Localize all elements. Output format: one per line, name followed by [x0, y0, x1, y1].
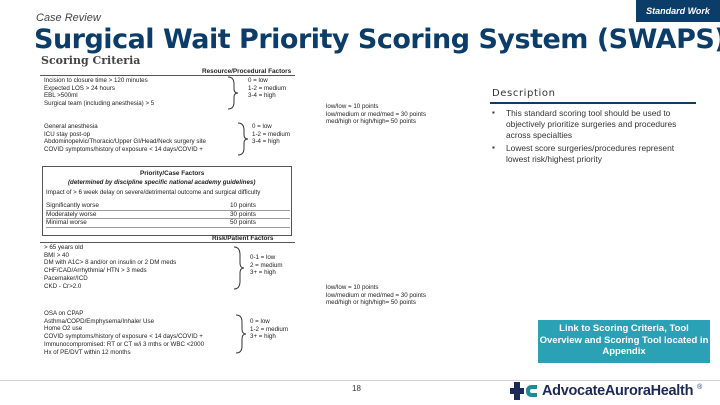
- patient-combined-scores: low/low = 10 points low/medium or med/me…: [326, 284, 426, 307]
- patient-factor: CHF/CAD/Arrhythmia/ HTN > 3 meds: [44, 267, 147, 275]
- score-level: 1-2 = medium: [248, 84, 287, 92]
- patient-group1: > 65 years old BMI > 40 DM with A1C> 8 a…: [44, 244, 176, 290]
- score-level: 0-1 = low: [250, 254, 276, 261]
- resource-factor: Incision to closure time > 120 minutes: [44, 77, 148, 84]
- brace-icon: [237, 122, 249, 156]
- scoring-criteria-sheet: Resource/Procedural Factors Incision to …: [40, 66, 440, 368]
- page-number: 18: [352, 384, 361, 393]
- score-level: 3-4 = high: [248, 92, 276, 100]
- resource-group2-scores: 0 = low 1-2 = medium 3-4 = high: [252, 123, 290, 146]
- score-level: 2 = medium: [250, 261, 283, 269]
- resource-group1: Incision to closure time > 120 minutes E…: [44, 77, 154, 108]
- resource-factor: Expected LOS > 24 hours: [44, 84, 116, 92]
- patient-factor: Hx of PE/DVT within 12 months: [44, 348, 131, 356]
- priority-heading: Priority/Case Factors: [140, 170, 205, 177]
- priority-subheading: (determined by discipline specific natio…: [68, 179, 256, 186]
- combined-score: low/low = 10 points: [326, 103, 379, 110]
- divider: [40, 242, 295, 243]
- score-level: 0 = low: [250, 318, 270, 325]
- resource-factor: General anesthesia: [44, 123, 98, 130]
- priority-points: 50 points: [230, 219, 256, 227]
- trademark: ®: [697, 384, 703, 391]
- description-heading: Description: [492, 88, 556, 99]
- divider: [40, 75, 295, 76]
- patient-group2-scores: 0 = low 1-2 = medium 3+ = high: [250, 318, 288, 341]
- score-level: 1-2 = medium: [250, 325, 289, 333]
- score-level: 3+ = high: [250, 269, 276, 277]
- patient-heading: Risk/Patient Factors: [212, 235, 274, 242]
- patient-factor: Asthma/COPD/Emphysema/Inhaler Use: [44, 317, 155, 325]
- page-title: Surgical Wait Priority Scoring System (S…: [34, 24, 720, 55]
- score-level: 3-4 = high: [252, 138, 280, 146]
- table-row: Minimal worse 50 points: [46, 219, 290, 228]
- combined-score: low/low = 10 points: [326, 284, 379, 291]
- priority-label: Minimal worse: [46, 219, 87, 227]
- combined-score: med/high or high/high= 50 points: [326, 299, 416, 307]
- patient-group2: OSA on CPAP Asthma/COPD/Emphysema/Inhale…: [44, 310, 204, 356]
- priority-impact-header: Impact of > 6 week delay on severe/detri…: [46, 189, 261, 196]
- patient-factor: Pacemaker/ICD: [44, 274, 88, 282]
- patient-factor: OSA on CPAP: [44, 310, 84, 317]
- patient-factor: Home O2 use: [44, 325, 83, 333]
- patient-factor: DM with A1C> 8 and/or on insulin or 2 DM…: [44, 259, 177, 267]
- patient-factor: Immunocompromised: RT or CT w/i 3 mths o…: [44, 340, 205, 348]
- cross-logo-icon: [510, 382, 537, 400]
- patient-factor: COVID symptoms/history of exposure < 14 …: [44, 333, 203, 341]
- description-divider: [490, 102, 696, 104]
- brace-icon: [227, 76, 239, 110]
- score-level: 1-2 = medium: [252, 130, 291, 138]
- brace-icon: [235, 314, 247, 354]
- priority-label: Moderately worse: [46, 210, 97, 218]
- eyebrow-label: Case Review: [36, 12, 101, 24]
- resource-combined-scores: low/low = 10 points low/medium or med/me…: [326, 103, 426, 126]
- brand-logo: AdvocateAuroraHealth ®: [510, 381, 702, 401]
- appendix-link-button[interactable]: Link to Scoring Criteria, Tool Overview …: [538, 320, 710, 363]
- score-level: 3+ = high: [250, 333, 276, 341]
- resource-heading: Resource/Procedural Factors: [202, 68, 292, 75]
- priority-label: Significantly worse: [46, 202, 99, 210]
- table-row: Significantly worse 10 points: [46, 202, 290, 211]
- resource-factor: ICU stay post-op: [44, 130, 91, 138]
- combined-score: low/medium or med/med = 30 points: [326, 291, 426, 299]
- table-row: Moderately worse 30 points: [46, 210, 290, 219]
- patient-factor: CKD - Cr>2.0: [44, 282, 82, 290]
- priority-table: Significantly worse 10 points Moderately…: [46, 202, 290, 228]
- score-level: 0 = low: [252, 123, 272, 130]
- footer-divider: [0, 380, 720, 381]
- brace-icon: [233, 246, 245, 290]
- brand-name: AdvocateAuroraHealth: [542, 383, 694, 399]
- standard-work-badge: Standard Work: [636, 0, 720, 22]
- list-item: Lowest score surgeries/procedures repres…: [492, 143, 692, 165]
- combined-score: low/medium or med/med = 30 points: [326, 110, 426, 118]
- patient-group1-scores: 0-1 = low 2 = medium 3+ = high: [250, 254, 283, 277]
- resource-group2: General anesthesia ICU stay post-op Abdo…: [44, 123, 206, 154]
- resource-factor: Abdominopelvic/Thoracic/Upper GI/Head/Ne…: [44, 138, 206, 146]
- priority-points: 10 points: [230, 202, 256, 210]
- page-subtitle: Scoring Criteria: [41, 54, 141, 67]
- resource-factor: Surgical team (including anesthesia) > 5: [44, 100, 155, 108]
- priority-box: [42, 166, 292, 236]
- combined-score: med/high or high/high= 50 points: [326, 118, 416, 126]
- resource-group1-scores: 0 = low 1-2 = medium 3-4 = high: [248, 77, 286, 100]
- patient-factor: > 65 years old: [44, 244, 84, 251]
- priority-points: 30 points: [230, 210, 256, 218]
- resource-factor: EBL >500ml: [44, 92, 78, 100]
- list-item: This standard scoring tool should be use…: [492, 108, 692, 140]
- resource-factor: COVID symptoms/history of exposure < 14 …: [44, 146, 203, 154]
- patient-factor: BMI > 40: [44, 251, 69, 259]
- score-level: 0 = low: [248, 77, 268, 84]
- description-list: This standard scoring tool should be use…: [492, 108, 692, 168]
